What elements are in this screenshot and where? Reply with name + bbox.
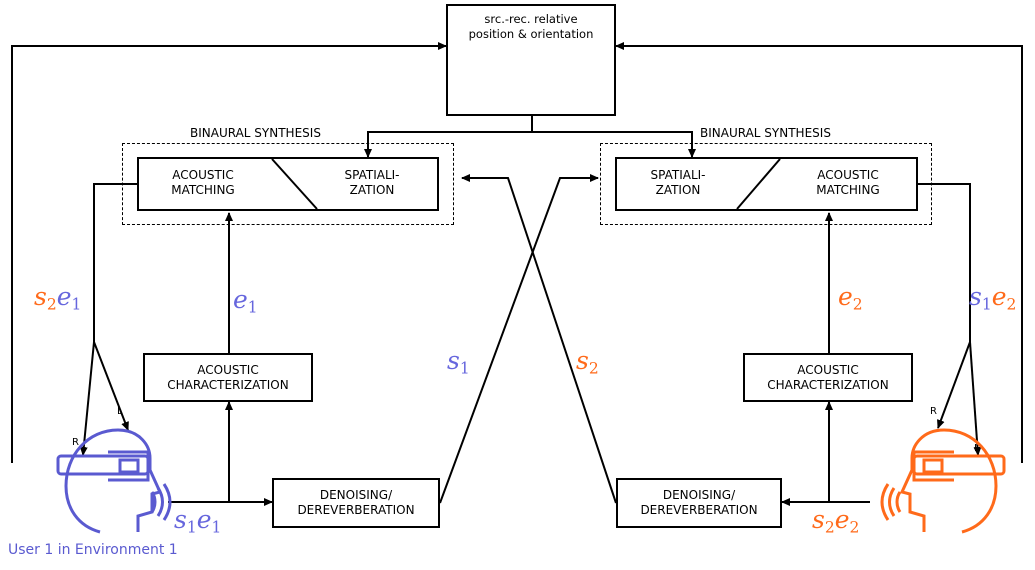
label-s2-cross: s2 [576,348,599,377]
s1-subscript: 1 [186,518,197,537]
e2-subscript: 2 [852,295,863,314]
acoustic-matching-right-line2: MATCHING [816,183,880,197]
feedback-line-right [615,42,1023,463]
acoustic-matching-left-line1: ACOUSTIC [172,168,234,182]
label-e1: e1 [233,287,258,316]
e2-symbol: e [991,282,1007,311]
user1-caption: User 1 in Environment 1 [8,542,178,558]
s1-symbol: s [447,346,460,375]
binaural-synthesis-title-left: BINAURAL SYNTHESIS [190,126,321,140]
label-s2e2-bottom: s2e2 [812,507,859,536]
spatialization-right: SPATIALI- ZATION [628,168,728,198]
acoustic-matching-right: ACOUSTIC MATCHING [793,168,903,198]
label-s1-cross: s1 [447,348,470,377]
e1-symbol: e [233,285,248,314]
user2-head-icon [899,428,1006,534]
ear-label-left-user1: L [117,406,123,417]
denoising-box-right: DENOISING/ DEREVERBERATION [616,478,782,528]
e2-symbol: e [834,505,850,534]
label-e2: e2 [838,284,863,313]
e1-subscript: 1 [211,518,222,537]
s1-symbol: s [174,505,187,534]
spatialization-left-line2: ZATION [349,183,395,197]
s1-subscript: 1 [459,359,470,378]
ear-label-right-user1: R [72,437,79,448]
relative-position-line2: position & orientation [468,27,594,41]
cross-s1 [439,174,599,504]
synthesis-divider-right [736,158,781,210]
binaural-synthesis-group-left [122,143,454,225]
top-to-synthesis-connector [364,116,533,158]
spatialization-left: SPATIALI- ZATION [322,168,422,198]
user1-head-icon [56,428,163,534]
s2-symbol: s [576,346,589,375]
relative-position-line1: src.-rec. relative [484,12,578,26]
ear-label-left-user2: L [974,443,980,454]
s2-subscript: 2 [46,295,57,314]
denoising-left-line2: DEREVERBERATION [297,503,415,517]
user1-voice-waves-icon [150,483,172,521]
cross-s2 [461,174,617,504]
characterization-right-line2: CHARACTERIZATION [767,377,889,392]
spatialization-left-line1: SPATIALI- [344,168,400,182]
s2-symbol: s [34,282,47,311]
e2-symbol: e [838,282,853,311]
e1-subscript: 1 [71,295,82,314]
label-s1e2-right: s1e2 [969,284,1016,313]
characterization-left-line2: CHARACTERIZATION [167,377,289,392]
s2-subscript: 2 [824,518,835,537]
e2-subscript: 2 [849,518,860,537]
right-synthesis-output [918,183,971,342]
acoustic-matching-left: ACOUSTIC MATCHING [148,168,258,198]
spatialization-right-line1: SPATIALI- [650,168,706,182]
relative-position-box: src.-rec. relative position & orientatio… [446,4,616,116]
denoising-left-line1: DENOISING/ [319,488,393,502]
e1-symbol: e [196,505,212,534]
label-s1e1-bottom: s1e1 [174,507,221,536]
denoising-box-left: DENOISING/ DEREVERBERATION [272,478,440,528]
binaural-synthesis-block-right [615,157,918,211]
spatialization-right-line2: ZATION [655,183,701,197]
e2-subscript: 2 [1006,295,1017,314]
ear-label-right-user2: R [930,406,937,417]
label-s2e1-left: s2e1 [34,284,81,313]
characterization-left-line1: ACOUSTIC [197,362,259,377]
synthesis-divider-left [271,158,318,210]
binaural-synthesis-group-right [600,143,932,225]
acoustic-matching-right-line1: ACOUSTIC [817,168,879,182]
s2-subscript: 2 [588,359,599,378]
binaural-synthesis-title-right: BINAURAL SYNTHESIS [700,126,831,140]
binaural-synthesis-block-left [137,157,439,211]
e1-symbol: e [56,282,72,311]
acoustic-characterization-right: ACOUSTIC CHARACTERIZATION [743,353,913,402]
s2-symbol: s [812,505,825,534]
feedback-line-left [11,42,447,463]
s1-subscript: 1 [981,295,992,314]
characterization-right-line1: ACOUSTIC [797,362,859,377]
s1-symbol: s [969,282,982,311]
acoustic-characterization-left: ACOUSTIC CHARACTERIZATION [143,353,313,402]
denoising-right-line1: DENOISING/ [662,488,736,502]
e1-subscript: 1 [247,298,258,317]
denoising-right-line2: DEREVERBERATION [640,503,758,517]
user2-voice-waves-icon [880,483,902,521]
acoustic-matching-left-line2: MATCHING [171,183,235,197]
